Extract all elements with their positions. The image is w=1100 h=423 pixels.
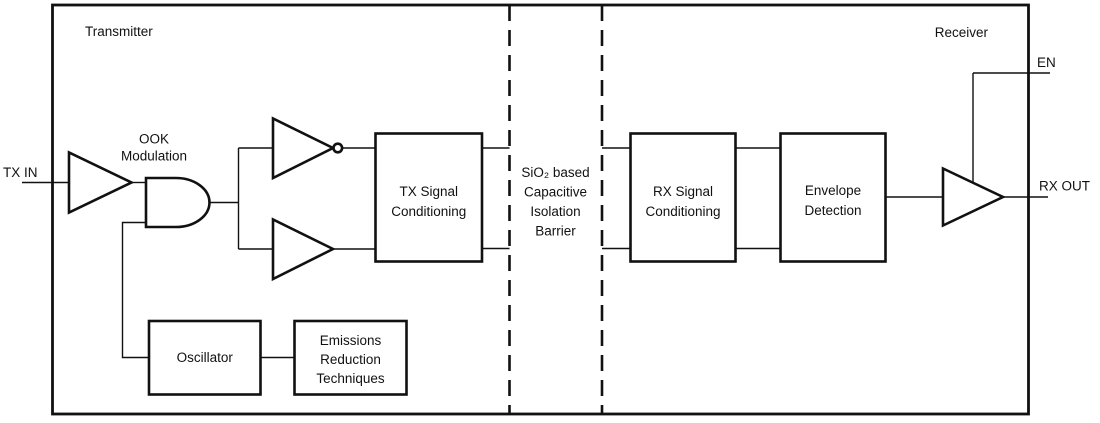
emissions-reduction-label-line2: Reduction [320, 352, 381, 367]
barrier-label-line3: Isolation [530, 204, 580, 219]
emissions-reduction-label-line1: Emissions [320, 333, 382, 348]
rx-signal-conditioning-label-line2: Conditioning [645, 204, 720, 219]
oscillator-box [147, 319, 262, 396]
ook-modulation-label-line1: OOK [139, 132, 169, 147]
envelope-detection-box [779, 132, 887, 263]
ook-modulation-label: OOK Modulation [121, 132, 187, 164]
envelope-detection-block: Envelope Detection [779, 132, 887, 263]
barrier-label-line1: SiO₂ based [521, 165, 589, 180]
emissions-reduction-box [293, 319, 408, 396]
transmitter-section-label: Transmitter [85, 24, 153, 39]
en-port-label: EN [1037, 55, 1056, 70]
and-gate [144, 176, 211, 229]
oscillator-label: Oscillator [177, 350, 234, 365]
isolation-barrier-label: SiO₂ based Capacitive Isolation Barrier [521, 165, 589, 239]
wire-oscillator-to-and [121, 221, 149, 359]
barrier-label-line4: Barrier [535, 224, 576, 239]
device-boundary-box [51, 3, 1030, 416]
envelope-detection-label-line1: Envelope [805, 183, 861, 198]
tx-signal-conditioning-box [374, 132, 484, 263]
envelope-detection-label-line2: Detection [804, 203, 861, 218]
output-buffer-gate [941, 166, 1007, 228]
emissions-reduction-block: Emissions Reduction Techniques [293, 319, 408, 396]
tx-signal-conditioning-label-line2: Conditioning [391, 204, 466, 219]
rx-out-port-label: RX OUT [1039, 179, 1090, 194]
tx-signal-conditioning-block: TX Signal Conditioning [374, 132, 484, 263]
barrier-label-line2: Capacitive [524, 185, 587, 200]
rx-signal-conditioning-block: RX Signal Conditioning [629, 132, 737, 263]
rx-signal-conditioning-label-line1: RX Signal [653, 184, 713, 199]
emissions-reduction-label-line3: Techniques [316, 371, 385, 386]
tx-signal-conditioning-label-line1: TX Signal [399, 184, 458, 199]
rx-signal-conditioning-box [629, 132, 737, 263]
input-buffer-gate [67, 150, 135, 215]
oscillator-block: Oscillator [147, 319, 262, 396]
driver-buffer-gate [271, 217, 336, 282]
inverter-gate [271, 116, 336, 181]
tx-in-port-label: TX IN [3, 165, 38, 180]
receiver-section-label: Receiver [935, 25, 989, 40]
inverter-bubble [332, 142, 344, 154]
ook-modulation-label-line2: Modulation [121, 149, 187, 164]
